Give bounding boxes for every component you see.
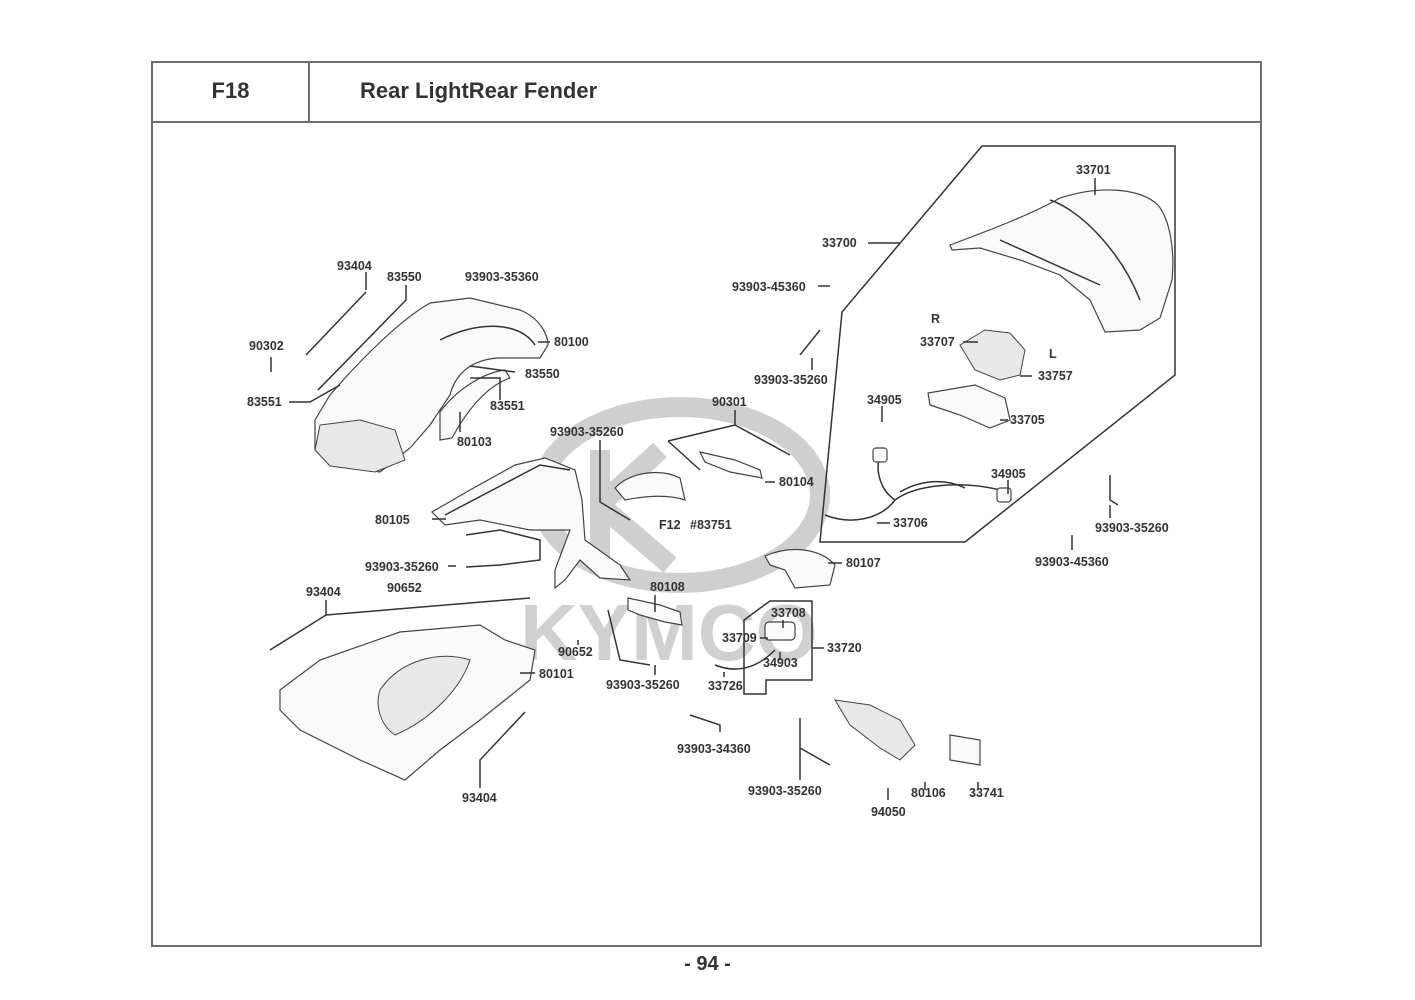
callout-label: 34905 [867,393,902,407]
plate-80104 [698,451,763,479]
callout-label: 83550 [387,270,422,284]
callout-label: 90652 [387,581,422,595]
group-label-33700: 33700 [822,236,857,250]
group-label-33720: 33720 [827,641,862,655]
callout-label: 93903-35260 [606,678,680,692]
callout-label: 93903-35260 [550,425,624,439]
side-label-left: L [1049,347,1057,361]
diagram-frame [151,61,1262,947]
license-light-33708 [764,621,796,641]
callout-label: 80100 [554,335,589,349]
callout-label: 33726 [708,679,743,693]
callout-label: 93404 [462,791,497,805]
callout-label: 33757 [1038,369,1073,383]
callout-labels: 93404 83550 93903-35360 90302 80100 8355… [247,163,1169,819]
inner-fender-80101 [279,624,536,781]
callout-label: 80103 [457,435,492,449]
section-code: F18 [211,78,250,103]
page-number: - 94 - [684,953,731,975]
callout-label: 93903-45360 [1035,555,1109,569]
callout-label: 80104 [779,475,814,489]
bracket-ref-f12 [614,471,686,501]
callout-label: 34905 [991,467,1026,481]
reflector-33707 [959,329,1026,381]
cross-ref-figure: F12 [659,518,681,532]
callout-label: 93903-35260 [748,784,822,798]
callout-label: 90301 [712,395,747,409]
callout-label: 90302 [249,339,284,353]
callout-label: 33706 [893,516,928,530]
callout-label: 33705 [1010,413,1045,427]
rear-light-group-outline [819,145,1176,543]
wire-harness-33706 [824,454,1001,521]
rear-cowl-80105 [431,457,632,590]
header-divider [151,121,1262,123]
tail-light-housing-33701 [949,189,1174,333]
cross-ref-part: #83751 [690,518,732,532]
license-light-group-outline [743,600,813,695]
bulb-socket-34905-b [996,487,1012,503]
callout-label: 33701 [1076,163,1111,177]
callout-label: 33709 [722,631,757,645]
callout-label: 83551 [490,399,525,413]
callout-label: 93404 [306,585,341,599]
cover-80107 [764,549,836,589]
callout-label: 80108 [650,580,685,594]
callout-label: 34903 [763,656,798,670]
rear-fender-80100 [314,297,549,473]
callout-label: 93903-35260 [754,373,828,387]
callout-label: 33708 [771,606,806,620]
bulb-socket-34905-a [872,447,888,463]
callout-label: 93903-34360 [677,742,751,756]
side-label-right: R [931,312,940,326]
callout-label: 94050 [871,805,906,819]
callout-label: 90652 [558,645,593,659]
callout-label: 93903-35260 [365,560,439,574]
callout-label: 93903-35260 [1095,521,1169,535]
callout-label: 80101 [539,667,574,681]
license-wire-33726 [714,649,776,670]
section-code-box [151,61,310,123]
section-title: Rear LightRear Fender [360,78,598,103]
callout-label: 93903-35360 [465,270,539,284]
bulb-holder-33705 [927,384,1011,429]
callout-label: 80105 [375,513,410,527]
callout-label: 33741 [969,786,1004,800]
callout-label: 80106 [911,786,946,800]
license-bracket-80106 [834,699,916,761]
callout-label: 93903-45360 [732,280,806,294]
leader-lines [269,178,1119,800]
callout-label: 93404 [337,259,372,273]
callout-label: 33707 [920,335,955,349]
callout-label: 83551 [247,395,282,409]
reflector-plate-33741 [949,734,981,766]
callout-label: 80107 [846,556,881,570]
callout-label: 83550 [525,367,560,381]
